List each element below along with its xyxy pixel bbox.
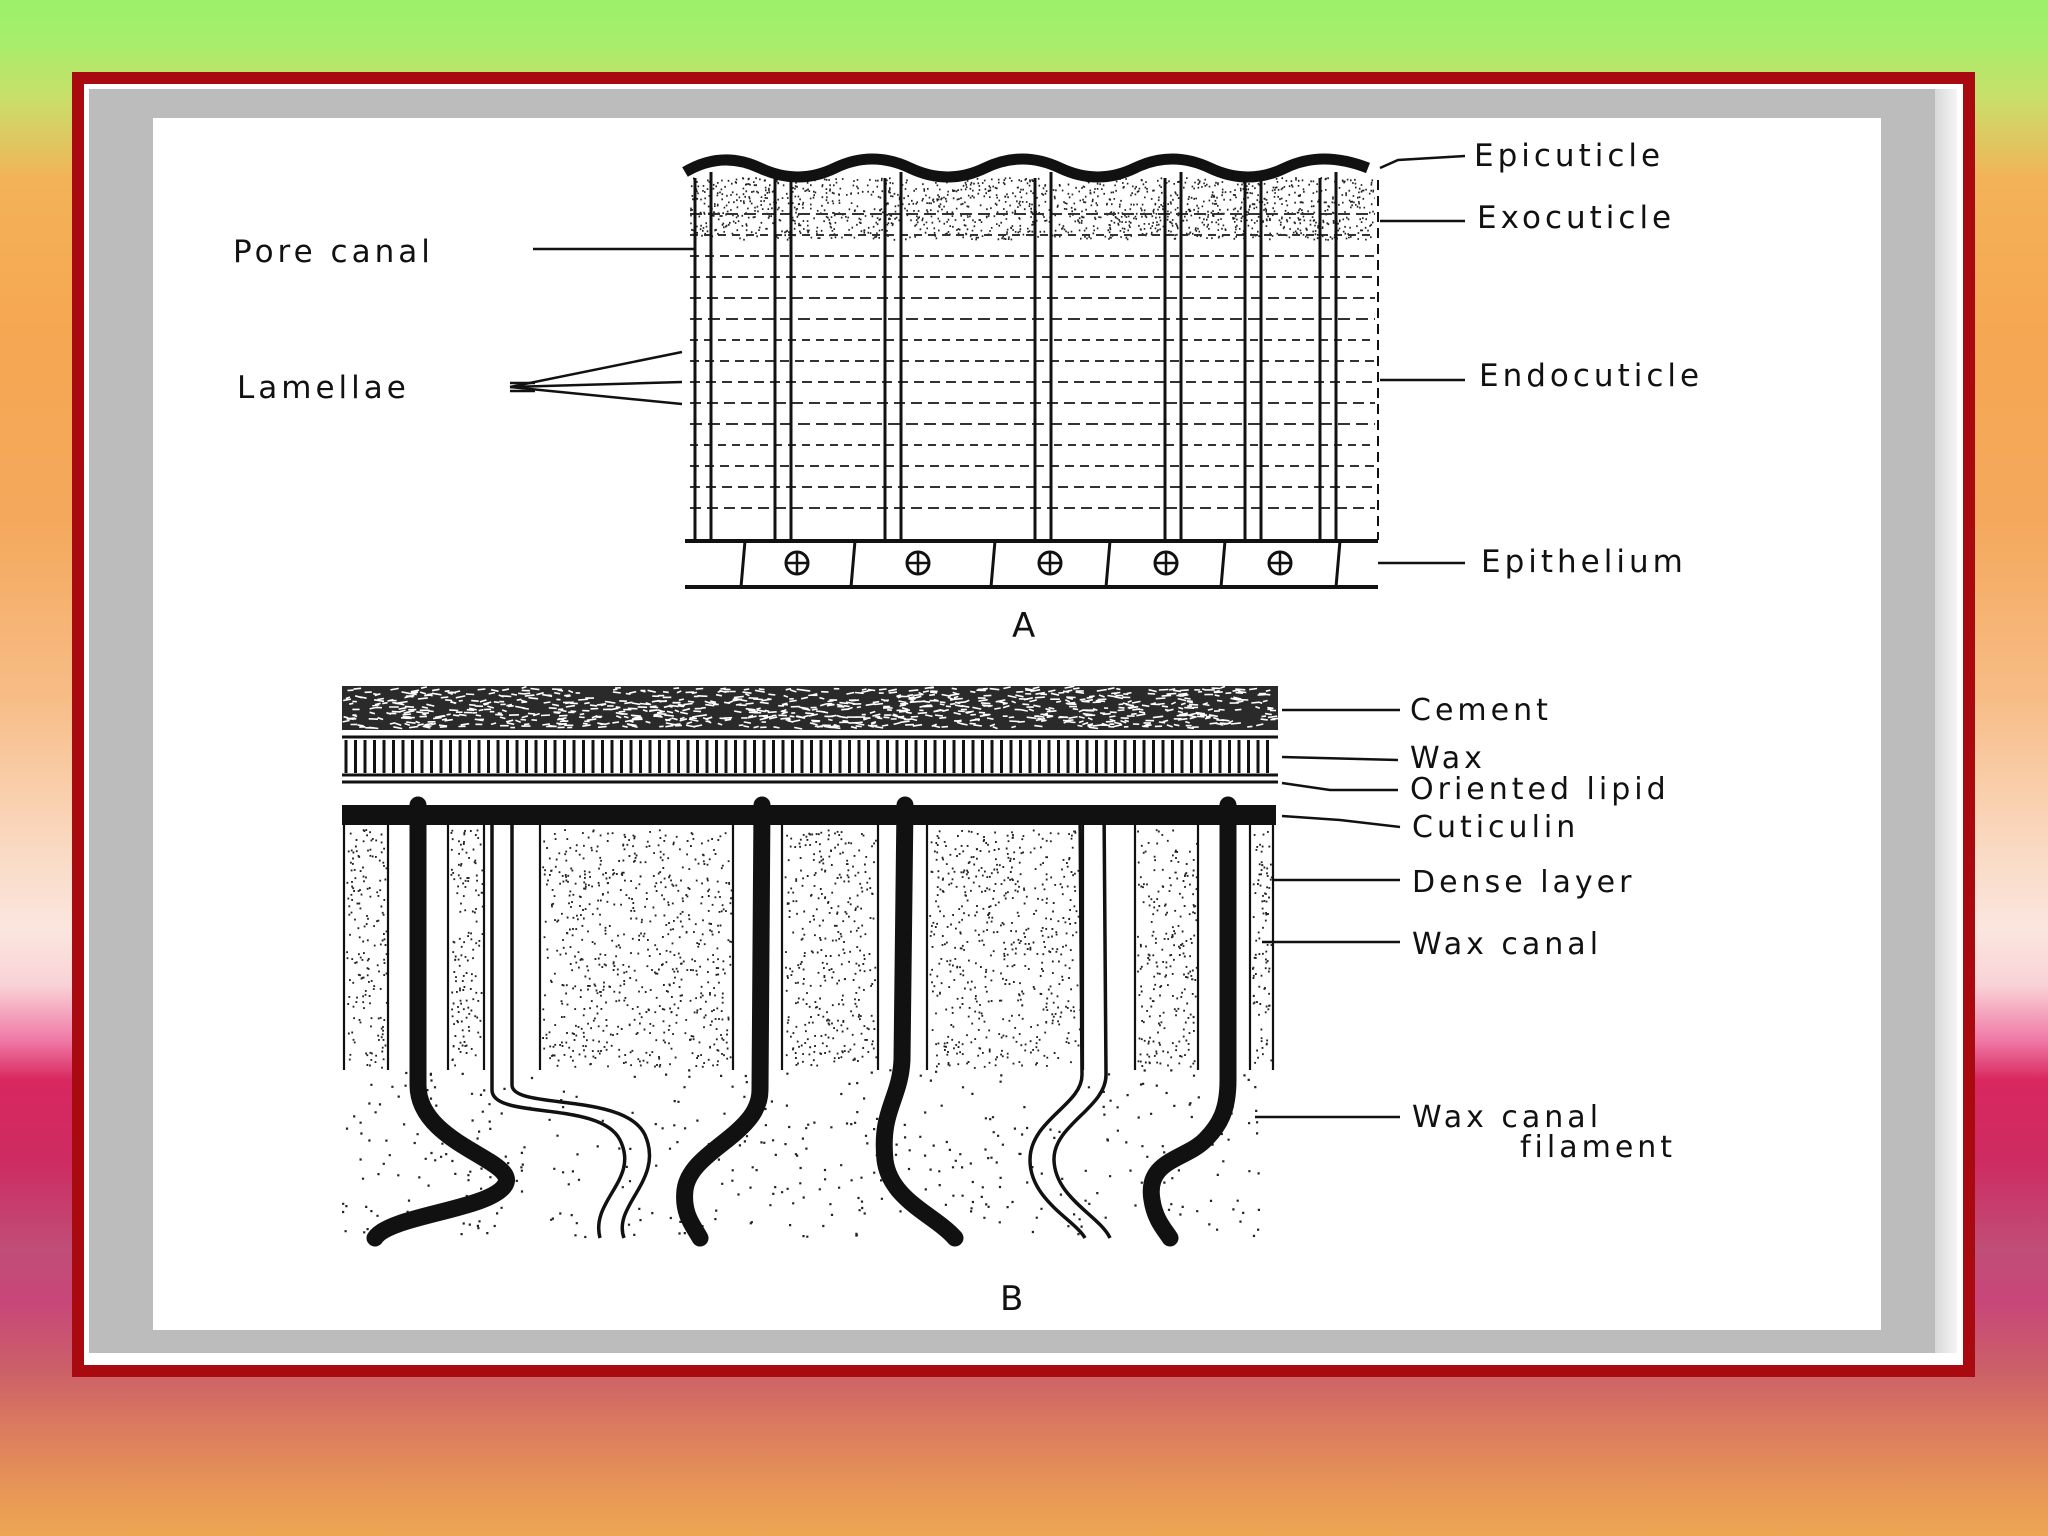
wax-layer: [342, 735, 1278, 784]
label-pore-canal: Pore canal: [233, 234, 434, 270]
pore-canals: [693, 172, 1379, 541]
label-wax-canal-filament-2: filament: [1520, 1130, 1676, 1165]
leader-lines-a: [509, 154, 1466, 565]
caption-a: A: [1012, 606, 1039, 646]
label-dense-layer: Dense layer: [1412, 865, 1635, 900]
diagram-b: Cement Wax Oriented lipid Cuticulin Dens…: [342, 685, 1676, 1319]
label-oriented-lipid: Oriented lipid: [1410, 772, 1670, 807]
label-wax-canal: Wax canal: [1412, 927, 1602, 962]
epithelium-cells: [739, 540, 1342, 588]
label-endocuticle: Endocuticle: [1479, 358, 1703, 394]
label-exocuticle: Exocuticle: [1477, 200, 1675, 236]
cement-layer: [342, 685, 1281, 730]
wax-canal-filaments: [366, 796, 1237, 1247]
label-epithelium: Epithelium: [1481, 544, 1687, 580]
label-lamellae: Lamellae: [237, 370, 410, 406]
endocuticle-lamellae: [690, 213, 1375, 509]
caption-b: B: [1000, 1279, 1027, 1319]
diagram-a: Epicuticle Exocuticle Pore canal Lamella…: [233, 138, 1703, 646]
label-wax: Wax: [1410, 741, 1486, 776]
epicuticle-surface: [682, 153, 1371, 183]
label-epicuticle: Epicuticle: [1474, 138, 1664, 174]
label-wax-canal-filament-1: Wax canal: [1412, 1100, 1602, 1135]
label-cement: Cement: [1410, 693, 1552, 728]
cuticulin-layer: [342, 805, 1276, 825]
exocuticle-stipple: [690, 177, 1375, 241]
epithelium-layer: [685, 539, 1378, 589]
leader-lines-b: [1255, 708, 1401, 1119]
label-cuticulin: Cuticulin: [1412, 810, 1579, 845]
dense-layer-blocks: [342, 822, 1275, 1070]
